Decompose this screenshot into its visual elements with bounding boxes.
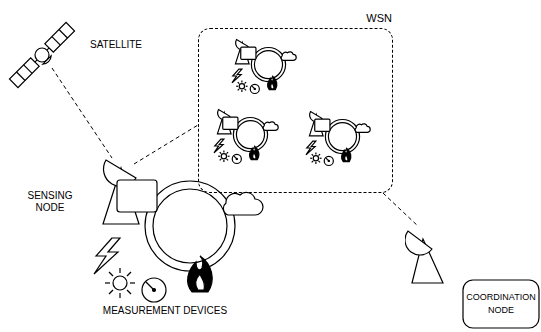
satellite [52, 37, 60, 45]
group-heading: WSN [366, 12, 392, 25]
satellite [17, 72, 25, 80]
satellite [9, 58, 39, 88]
satellite [59, 30, 67, 38]
radio-link [383, 193, 417, 225]
node-box [463, 280, 539, 328]
coordination-node: COORDINATION NODE [405, 225, 540, 330]
satellite [24, 65, 32, 73]
antenna [405, 231, 443, 283]
node-text-area: COORDINATION NODE [463, 280, 539, 328]
wsn-node-icon [306, 112, 370, 166]
antenna-dish [405, 231, 432, 255]
annotation-label: MEASUREMENT DEVICES [100, 305, 230, 317]
coordination-node-outline [405, 225, 540, 330]
satellite [43, 56, 53, 66]
radio-link [52, 68, 112, 158]
radio-link [134, 125, 198, 164]
satellite [9, 22, 77, 90]
wsn-node-icon [232, 40, 296, 94]
wsn-node-icon [214, 110, 278, 164]
node-label: COORDINATION NODE [463, 291, 539, 317]
network-group: WSN [198, 28, 393, 193]
annotation-label: SATELLITE [80, 39, 152, 51]
sensing-node-icon [94, 160, 263, 302]
annotation-label: SENSING NODE [12, 190, 88, 214]
satellite [45, 22, 75, 52]
